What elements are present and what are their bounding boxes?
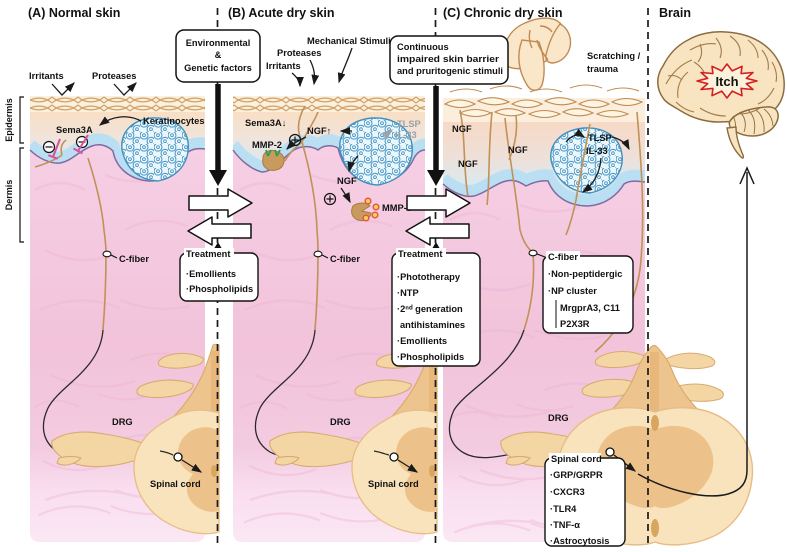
svg-text:·NP cluster: ·NP cluster [548,286,597,296]
keratinocyte-cluster-b [339,117,413,186]
svg-text:·GRP/GRPR: ·GRP/GRPR [550,470,603,480]
label-irritants-a: Irritants [29,71,64,81]
panel-c-skin [442,84,646,542]
label-il33-c: IL-33 [586,146,608,156]
soma-marker-c [605,447,615,457]
svg-text:·TLR4: ·TLR4 [550,504,577,514]
cfiber-marker-a [102,250,112,258]
svg-text:Environmental: Environmental [186,38,251,48]
ascending-pathway-arrow [637,172,748,497]
label-ngf2-c: NGF [508,145,528,155]
svg-text:·Phospholipids: ·Phospholipids [397,352,464,362]
label-spinalcord-a: Spinal cord [150,479,201,489]
label-ngf1-c: NGF [452,124,472,134]
label-ngf-up-b: NGF↑ [307,126,331,136]
cfiber-box-c: C-fiber ·Non-peptidergic ·NP cluster Mrg… [528,249,634,334]
svg-text:impaired skin barrier: impaired skin barrier [397,54,499,64]
transition-arrows-ab [187,84,253,268]
label-drg-b: DRG [330,417,351,427]
svg-text:·NTP: ·NTP [397,288,419,298]
svg-text:&: & [215,50,222,60]
label-ngf-b: NGF [337,176,357,186]
label-mechanical-b: Mechanical Stimuli [307,36,391,46]
env-genetic-box: Environmental & Genetic factors [175,29,261,83]
gyri-lines [665,35,778,117]
label-tlsp-c: TLSP [588,133,612,143]
layer-brackets: Epidermis Dermis [4,96,24,243]
svg-text:Spinal cord: Spinal cord [551,454,602,464]
soma-marker-a [173,452,183,462]
svg-text:P2X3R: P2X3R [560,319,590,329]
svg-text:·Emollients: ·Emollients [397,336,447,346]
stratum-corneum-b [233,96,425,112]
continuous-box: Continuous impaired skin barrier and pru… [389,35,509,85]
treatment-box-b: Treatment ·Phototherapy ·NTP ·2ⁿᵈ genera… [391,248,481,367]
panel-b-skin [232,96,426,543]
label-cfiber-b: C-fiber [330,254,360,264]
label-sema3a-a: Sema3A [56,125,93,135]
mmp8-icon [351,197,380,222]
label-mmp2: MMP-2 [252,140,282,150]
svg-text:Treatment: Treatment [186,249,230,259]
svg-text:·Phospholipids: ·Phospholipids [186,284,253,294]
label-scratching-2: trauma [587,64,619,74]
label-dermis: Dermis [4,180,14,211]
label-sema3a-b: Sema3A↓ [245,118,286,128]
label-proteases-b: Proteases [277,48,321,58]
title-brain: Brain [659,6,691,20]
spinalcord-box-c: Spinal cord ·GRP/GRPR ·CXCR3 ·TLR4 ·TNF-… [544,453,626,547]
keratinocyte-cluster-c [550,127,623,194]
svg-text:MrgprA3, C11: MrgprA3, C11 [560,303,620,313]
svg-text:Treatment: Treatment [398,249,442,259]
svg-text:Continuous: Continuous [397,42,449,52]
label-drg-a: DRG [112,417,133,427]
svg-text:Genetic factors: Genetic factors [184,63,252,73]
panel-a-skin [29,96,206,543]
label-il33-b: IL-33 [395,130,417,140]
minus-signals [42,134,89,160]
svg-text:and pruritogenic stimuli: and pruritogenic stimuli [397,66,503,76]
svg-text:·Emollients: ·Emollients [186,269,236,279]
brainstem [726,126,745,159]
treatment-box-a: Treatment ·Emollients ·Phospholipids [179,248,259,302]
label-cfiber-a: C-fiber [119,254,149,264]
deflect-arrow-proteases [113,82,137,96]
label-spinalcord-b: Spinal cord [368,479,419,489]
stratum-corneum-a [30,96,205,112]
label-proteases-a: Proteases [92,71,136,81]
mmp2-icon [262,149,285,171]
label-keratinocytes: Keratinocytes [143,116,205,126]
svg-text:·CXCR3: ·CXCR3 [550,487,585,497]
keratinocyte-cluster-a [121,117,189,182]
title-b: (B) Acute dry skin [228,6,335,20]
svg-text:C-fiber: C-fiber [548,252,578,262]
label-irritants-b: Irritants [266,61,301,71]
svg-text:·2ⁿᵈ generation: ·2ⁿᵈ generation [397,304,463,314]
label-epidermis: Epidermis [4,98,14,142]
soma-marker-b [389,452,399,462]
label-tlsp-b: TLSP [397,119,421,129]
deflect-arrow-irritants [51,82,75,96]
label-mmp8: MMP-8 [382,203,412,213]
label-itch: Itch [715,74,738,89]
brain-illustration: Itch [657,31,785,159]
title-a: (A) Normal skin [28,6,120,20]
svg-text:·Astrocytosis: ·Astrocytosis [550,536,609,546]
svg-text:·TNF-α: ·TNF-α [550,520,580,530]
svg-text:antihistamines: antihistamines [400,320,465,330]
title-c: (C) Chronic dry skin [443,6,562,20]
cfiber-marker-b [313,250,323,258]
label-scratching-1: Scratching / [587,51,641,61]
itch-starburst [696,63,758,99]
plus-signal-2 [323,192,337,206]
scratching-hand [502,17,572,91]
label-ngf3-c: NGF [458,159,478,169]
label-drg-c: DRG [548,413,569,423]
svg-text:·Phototherapy: ·Phototherapy [397,272,461,282]
svg-text:·Non-peptidergic: ·Non-peptidergic [548,269,622,279]
